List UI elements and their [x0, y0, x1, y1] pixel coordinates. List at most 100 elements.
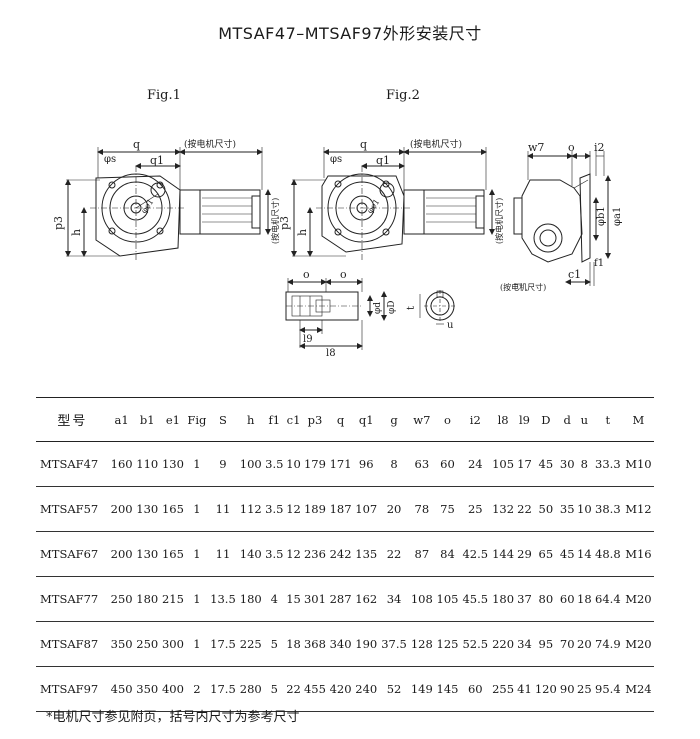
- fig1-label-motor: (按电机尺寸): [184, 138, 236, 150]
- value-cell: 450: [110, 682, 133, 696]
- value-cell: 37: [517, 592, 532, 606]
- column-header: t: [605, 412, 611, 427]
- side-view-labels: w7 o i2 φb1 φa1 c1 f1 (按电机尺寸): [500, 141, 623, 292]
- value-cell: 12: [286, 502, 301, 516]
- value-cell: 90: [559, 682, 575, 696]
- value-cell: 24: [467, 457, 483, 471]
- model-cell: MTSAF47: [40, 457, 99, 471]
- value-cell: 3.5: [265, 502, 284, 516]
- value-cell: 5: [270, 682, 278, 696]
- value-cell: M20: [625, 592, 652, 606]
- fig2-dim-labels: q φs q1 (按电机尺寸) p3 h φe1 (按电机尺寸): [278, 138, 504, 244]
- value-cell: 41: [517, 682, 532, 696]
- fig2-label-q1: q1: [376, 154, 390, 167]
- column-header: Fig: [187, 412, 207, 427]
- value-cell: 187: [329, 502, 352, 516]
- value-cell: 22: [386, 547, 402, 561]
- shaft-label-l9: l9: [303, 334, 313, 345]
- value-cell: 1: [193, 547, 201, 561]
- value-cell: 96: [358, 457, 374, 471]
- value-cell: 45.5: [462, 592, 489, 606]
- value-cell: 179: [303, 457, 326, 471]
- page-title: MTSAF47–MTSAF97外形安装尺寸: [218, 24, 482, 43]
- value-cell: 250: [136, 637, 159, 651]
- model-cell: MTSAF57: [40, 502, 99, 516]
- value-cell: 242: [329, 547, 352, 561]
- value-cell: 149: [410, 682, 433, 696]
- value-cell: 63: [414, 457, 430, 471]
- side-label-motor: (按电机尺寸): [500, 282, 546, 292]
- technical-drawings: q φs q1 (按电机尺寸) p3 h φe1 (按电机尺寸): [52, 138, 623, 359]
- value-cell: 455: [303, 682, 326, 696]
- column-header: o: [444, 412, 451, 427]
- value-cell: 135: [355, 547, 378, 561]
- value-cell: 350: [136, 682, 159, 696]
- value-cell: 35: [559, 502, 575, 516]
- shaft-label-l8: l8: [326, 348, 336, 359]
- side-label-f1: f1: [594, 258, 604, 269]
- value-cell: 84: [440, 547, 455, 561]
- value-cell: 10: [286, 457, 301, 471]
- value-cell: M20: [625, 637, 652, 651]
- value-cell: 42.5: [462, 547, 489, 561]
- fig1-label-p3: p3: [52, 216, 65, 230]
- value-cell: 22: [286, 682, 301, 696]
- column-header: q1: [358, 412, 374, 427]
- fig2-label-motor-v: (按电机尺寸): [494, 198, 504, 244]
- value-cell: 190: [355, 637, 378, 651]
- shaft-detail-drawing: [285, 278, 456, 350]
- value-cell: 200: [110, 547, 133, 561]
- value-cell: 189: [303, 502, 326, 516]
- value-cell: 180: [136, 592, 159, 606]
- value-cell: 301: [303, 592, 326, 606]
- value-cell: 162: [355, 592, 378, 606]
- model-cell: MTSAF87: [40, 637, 99, 651]
- column-header: f1: [268, 412, 281, 427]
- value-cell: 8: [390, 457, 398, 471]
- value-cell: 120: [534, 682, 557, 696]
- shaft-label-d: φd: [373, 302, 383, 314]
- value-cell: 368: [303, 637, 326, 651]
- value-cell: 9: [219, 457, 227, 471]
- value-cell: 250: [110, 592, 133, 606]
- value-cell: 165: [161, 502, 184, 516]
- value-cell: 350: [110, 637, 133, 651]
- shaft-label-o2: o: [340, 268, 347, 281]
- value-cell: 171: [329, 457, 352, 471]
- value-cell: 10: [577, 502, 592, 516]
- value-cell: 105: [436, 592, 459, 606]
- value-cell: 34: [517, 637, 532, 651]
- value-cell: 14: [577, 547, 592, 561]
- side-label-b1: φb1: [596, 206, 607, 226]
- value-cell: 37.5: [381, 637, 407, 651]
- value-cell: 29: [517, 547, 532, 561]
- value-cell: 17: [517, 457, 532, 471]
- side-label-c1: c1: [568, 268, 581, 281]
- value-cell: 130: [161, 457, 184, 471]
- value-cell: 17.5: [210, 682, 236, 696]
- value-cell: 255: [492, 682, 515, 696]
- model-cell: MTSAF97: [40, 682, 99, 696]
- model-cell: MTSAF77: [40, 592, 99, 606]
- value-cell: 11: [215, 502, 231, 516]
- value-cell: 20: [386, 502, 402, 516]
- value-cell: 18: [286, 637, 301, 651]
- column-header: d: [563, 412, 571, 427]
- value-cell: 25: [467, 502, 483, 516]
- value-cell: 3.5: [265, 547, 284, 561]
- value-cell: 15: [286, 592, 301, 606]
- column-header: p3: [307, 412, 323, 427]
- value-cell: 20: [577, 637, 592, 651]
- value-cell: 2: [193, 682, 201, 696]
- column-header: i2: [469, 412, 481, 427]
- value-cell: 340: [329, 637, 352, 651]
- shaft-label-D: φD: [387, 300, 397, 314]
- fig1-label-q1: q1: [150, 154, 164, 167]
- value-cell: 420: [329, 682, 352, 696]
